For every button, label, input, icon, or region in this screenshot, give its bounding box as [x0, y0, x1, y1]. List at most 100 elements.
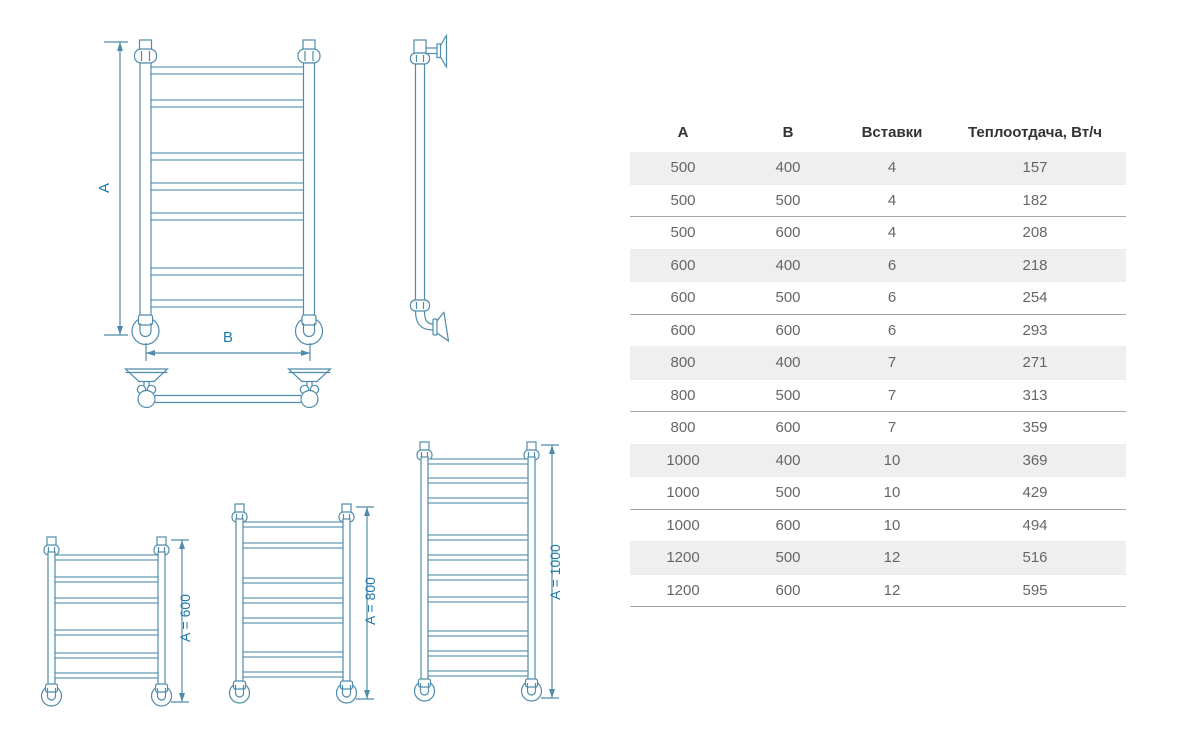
table-cell: 500 — [775, 484, 801, 502]
table-cell: 12 — [883, 549, 901, 567]
table-cell: 600 — [775, 321, 801, 339]
table-cell: 271 — [1022, 354, 1048, 372]
ladder-600-drawing: A = 600 — [40, 536, 193, 707]
table-cell: 600 — [670, 256, 696, 274]
table-cell: 500 — [775, 191, 801, 209]
table-cell: 600 — [775, 224, 801, 242]
spec-table: A B Вставки Теплоотдача, Вт/ч 500 400 4 157… — [630, 112, 1126, 607]
rungs — [54, 554, 159, 679]
ladder-1000-drawing: A = 1000 — [413, 441, 563, 702]
table-row: 800 400 7 271 — [630, 347, 1126, 380]
table-cell: 218 — [1022, 256, 1048, 274]
table-cell: 369 — [1022, 451, 1048, 469]
table-cell: 359 — [1022, 419, 1048, 437]
table-cell: 4 — [887, 224, 897, 242]
col-header-heat: Теплоотдача, Вт/ч — [968, 123, 1102, 141]
table-cell: 6 — [887, 256, 897, 274]
ladder-frame — [228, 503, 358, 704]
bottom-view-drawing — [123, 368, 333, 409]
dimension-label: A = 600 — [177, 594, 193, 642]
rungs — [242, 521, 344, 678]
table-cell: 4 — [887, 159, 897, 177]
table-row: 500 400 4 157 — [630, 152, 1126, 185]
table-cell: 600 — [670, 289, 696, 307]
dimension-label: A = 1000 — [547, 544, 563, 600]
side-view-drawing — [409, 33, 450, 343]
dimension-line: A = 1000 — [541, 444, 563, 699]
dimension-label: A — [96, 183, 113, 193]
dimension-line: A — [96, 41, 128, 336]
table-row: 600 400 6 218 — [630, 249, 1126, 282]
table-cell: 800 — [670, 386, 696, 404]
dimension-line: B — [145, 329, 311, 361]
table-cell: 1200 — [666, 549, 700, 567]
ladder-800-drawing: A = 800 — [228, 503, 378, 704]
col-header-inserts: Вставки — [861, 123, 923, 141]
table-cell: 400 — [775, 159, 801, 177]
table-row: 1200 500 12 516 — [630, 542, 1126, 575]
ladder-frame — [131, 39, 324, 346]
table-cell: 600 — [775, 516, 801, 534]
front-view-drawing: AB — [96, 39, 324, 361]
wall-bracket — [286, 368, 333, 409]
table-cell: 1200 — [666, 581, 700, 599]
col-header-b: B — [782, 123, 794, 141]
spec-table-header: A B Вставки Теплоотдача, Вт/ч — [630, 112, 1126, 152]
table-cell: 500 — [670, 159, 696, 177]
table-cell: 7 — [887, 354, 897, 372]
dimension-label: A = 800 — [362, 577, 378, 625]
table-cell: 595 — [1022, 581, 1048, 599]
table-cell: 12 — [883, 581, 901, 599]
table-cell: 400 — [775, 451, 801, 469]
ladder-frame — [413, 441, 543, 702]
table-cell: 400 — [775, 256, 801, 274]
table-cell: 500 — [670, 224, 696, 242]
table-cell: 293 — [1022, 321, 1048, 339]
rungs — [427, 458, 529, 677]
dimension-line: A = 600 — [171, 539, 193, 703]
table-row: 600 500 6 254 — [630, 282, 1126, 315]
table-cell: 182 — [1022, 191, 1048, 209]
table-row: 500 600 4 208 — [630, 217, 1126, 250]
table-cell: 400 — [775, 354, 801, 372]
table-cell: 429 — [1022, 484, 1048, 502]
table-cell: 600 — [775, 419, 801, 437]
dimension-label: B — [223, 329, 233, 346]
table-cell: 500 — [775, 549, 801, 567]
table-cell: 800 — [670, 419, 696, 437]
table-cell: 1000 — [666, 484, 700, 502]
rungs — [150, 66, 305, 308]
table-cell: 7 — [887, 386, 897, 404]
table-row: 600 600 6 293 — [630, 315, 1126, 347]
table-cell: 208 — [1022, 224, 1048, 242]
table-cell: 1000 — [666, 516, 700, 534]
table-cell: 516 — [1022, 549, 1048, 567]
wall-bracket — [123, 368, 170, 409]
table-row: 1000 500 10 429 — [630, 477, 1126, 510]
table-cell: 10 — [883, 484, 901, 502]
table-cell: 500 — [775, 289, 801, 307]
table-cell: 10 — [883, 451, 901, 469]
table-cell: 800 — [670, 354, 696, 372]
dimension-line: A = 800 — [356, 506, 378, 700]
table-row: 1000 400 10 369 — [630, 444, 1126, 477]
table-cell: 1000 — [666, 451, 700, 469]
table-cell: 600 — [670, 321, 696, 339]
table-cell: 6 — [887, 321, 897, 339]
technical-drawings: AB A = 600 A = 800 A = 1000 — [40, 33, 563, 707]
table-cell: 6 — [887, 289, 897, 307]
table-cell: 313 — [1022, 386, 1048, 404]
table-cell: 500 — [670, 191, 696, 209]
table-cell: 157 — [1022, 159, 1048, 177]
table-cell: 7 — [887, 419, 897, 437]
ladder-frame — [40, 536, 173, 707]
table-cell: 494 — [1022, 516, 1048, 534]
table-row: 800 600 7 359 — [630, 412, 1126, 445]
table-cell: 254 — [1022, 289, 1048, 307]
